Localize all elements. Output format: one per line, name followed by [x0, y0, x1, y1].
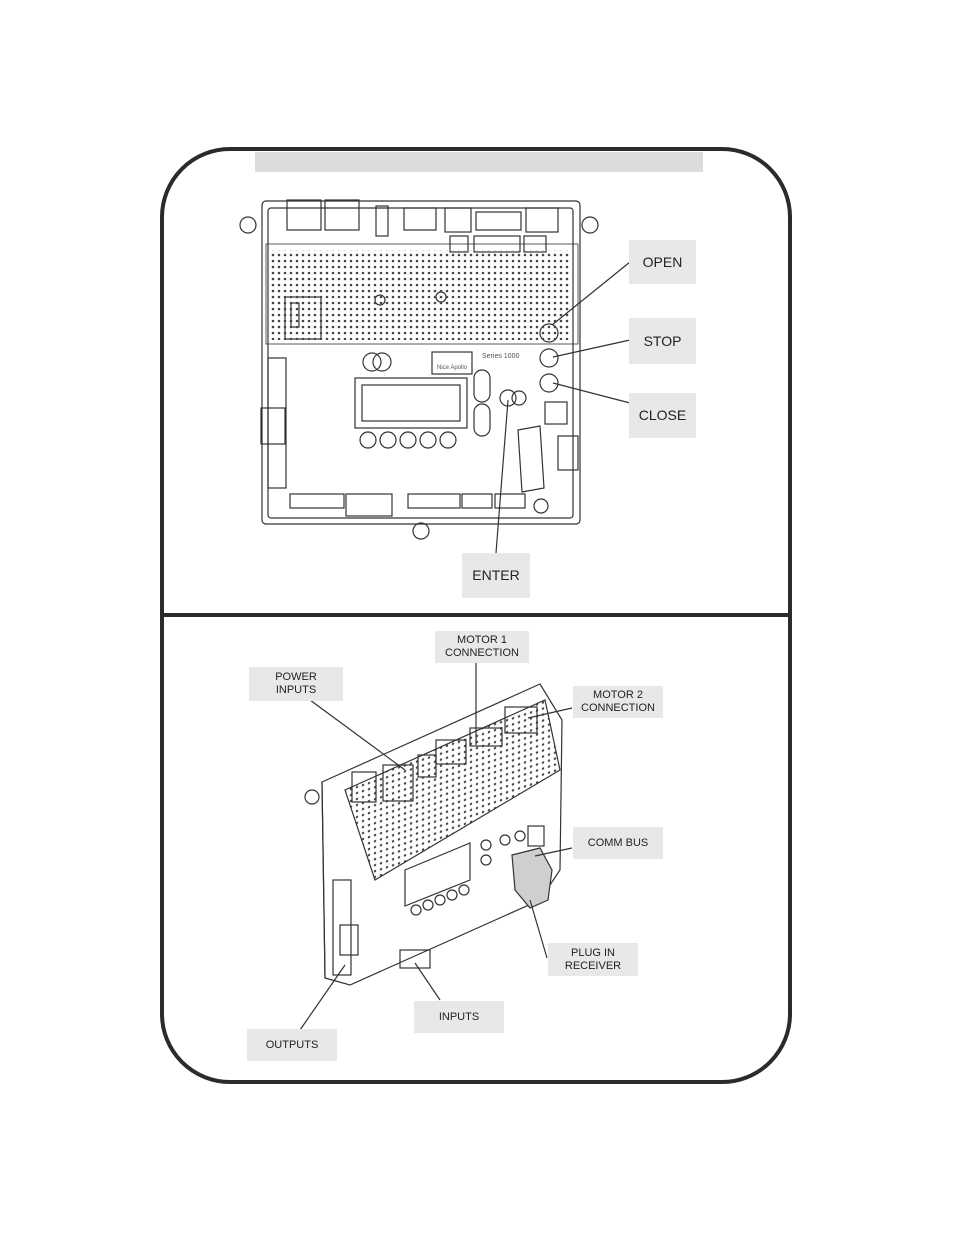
power-inputs-label: POWER INPUTS [249, 667, 343, 701]
comm-bus-label: COMM BUS [573, 827, 663, 859]
plug-in-receiver-label: PLUG IN RECEIVER [548, 943, 638, 976]
motor1-label: MOTOR 1 CONNECTION [435, 631, 529, 663]
motor2-label: MOTOR 2 CONNECTION [573, 686, 663, 718]
receiver-module [512, 848, 552, 908]
outputs-label: OUTPUTS [247, 1029, 337, 1061]
inputs-label: INPUTS [414, 1001, 504, 1033]
